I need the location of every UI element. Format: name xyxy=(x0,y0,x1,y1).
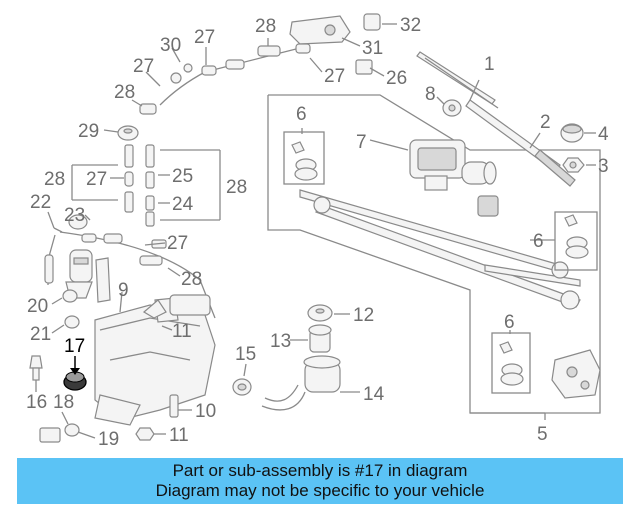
callout-13: 13 xyxy=(270,331,291,352)
callout-10: 10 xyxy=(195,401,216,422)
callout-3: 3 xyxy=(598,156,609,177)
info-banner: Part or sub-assembly is #17 in diagram D… xyxy=(17,458,623,504)
callout-32: 32 xyxy=(400,15,421,36)
callout-28-b: 28 xyxy=(114,82,135,103)
callout-11-top: 11 xyxy=(172,321,192,342)
callout-25: 25 xyxy=(172,166,193,187)
callout-29: 29 xyxy=(78,121,99,142)
callout-27-d: 27 xyxy=(86,169,107,190)
banner-line-disclaimer: Diagram may not be specific to your vehi… xyxy=(155,481,485,500)
parts-diagram: 1 2 3 4 5 6 6 6 7 8 9 10 11 11 12 13 14 … xyxy=(26,13,609,450)
bolt-10 xyxy=(169,394,179,418)
seal-19 xyxy=(64,423,80,437)
hose-22 xyxy=(44,227,216,319)
callout-27-a: 27 xyxy=(194,27,215,48)
callout-22: 22 xyxy=(30,192,51,213)
callout-6-bottom: 6 xyxy=(504,312,515,333)
leader-lines xyxy=(35,23,596,439)
callout-24: 24 xyxy=(172,194,194,215)
callout-labels: 1 2 3 4 5 6 6 6 7 8 9 10 11 11 12 13 14 … xyxy=(26,15,609,450)
callout-28-c: 28 xyxy=(44,169,65,190)
cap-4 xyxy=(560,123,584,143)
callout-28-d: 28 xyxy=(226,177,247,198)
washer-reservoir xyxy=(94,294,216,426)
callout-20: 20 xyxy=(27,296,48,317)
washer-pump-23 xyxy=(68,214,88,230)
nut-11-bottom xyxy=(135,427,155,441)
callout-11-bottom: 11 xyxy=(169,425,189,446)
seal-15 xyxy=(232,378,252,396)
callout-19: 19 xyxy=(98,429,119,450)
connector-18 xyxy=(39,427,61,443)
pivot-bracket xyxy=(551,349,601,399)
nut-3 xyxy=(562,157,585,173)
callout-27-e: 27 xyxy=(167,233,188,254)
callout-9: 9 xyxy=(118,280,129,301)
callout-6-right: 6 xyxy=(533,231,544,252)
cap-12 xyxy=(307,304,333,322)
banner-line-part: Part or sub-assembly is #17 in diagram xyxy=(172,461,468,480)
pump-bracket xyxy=(95,257,111,303)
callout-27-c: 27 xyxy=(324,66,345,87)
callout-14: 14 xyxy=(363,384,385,405)
callout-26: 26 xyxy=(386,68,407,89)
callout-7: 7 xyxy=(356,132,367,153)
grommet-29 xyxy=(117,125,139,141)
callout-28-a: 28 xyxy=(255,16,276,37)
callout-8: 8 xyxy=(425,84,436,105)
callout-6-top: 6 xyxy=(296,104,307,125)
callout-31: 31 xyxy=(362,38,383,59)
fittings-group xyxy=(71,144,221,227)
washer-8 xyxy=(442,99,462,117)
filler-14 xyxy=(261,355,341,411)
nozzle-31 xyxy=(289,15,351,45)
callout-1: 1 xyxy=(484,54,495,75)
callout-5: 5 xyxy=(537,424,548,445)
callout-23: 23 xyxy=(64,205,85,226)
wiper-blade xyxy=(416,51,499,109)
filler-neck-13 xyxy=(308,324,332,353)
bushing-box-right xyxy=(554,211,598,271)
grommet-21 xyxy=(64,315,80,329)
callout-16: 16 xyxy=(26,392,47,413)
wiper-motor xyxy=(409,139,497,191)
hose-top xyxy=(139,43,311,115)
callout-18: 18 xyxy=(53,392,74,413)
callout-30: 30 xyxy=(160,35,181,56)
cap-17-highlighted xyxy=(63,356,87,391)
callout-21: 21 xyxy=(30,324,51,345)
callout-28-e: 28 xyxy=(181,269,202,290)
linkage xyxy=(299,189,581,310)
callout-17-highlighted: 17 xyxy=(64,336,85,357)
cap-11-top xyxy=(142,299,167,319)
sensor-16 xyxy=(29,355,43,381)
bushing-box-top xyxy=(283,131,325,185)
callout-27-b: 27 xyxy=(133,56,154,77)
callout-15: 15 xyxy=(235,344,256,365)
pump-20 xyxy=(62,289,78,303)
linkage-group-frame xyxy=(267,94,601,420)
callout-2: 2 xyxy=(540,112,551,133)
callout-4: 4 xyxy=(598,124,609,145)
callout-12: 12 xyxy=(353,305,374,326)
connector-32 xyxy=(363,13,381,31)
clip-26 xyxy=(355,59,373,75)
bushing-box-bottom xyxy=(491,332,531,394)
wiper-arm xyxy=(465,99,576,187)
